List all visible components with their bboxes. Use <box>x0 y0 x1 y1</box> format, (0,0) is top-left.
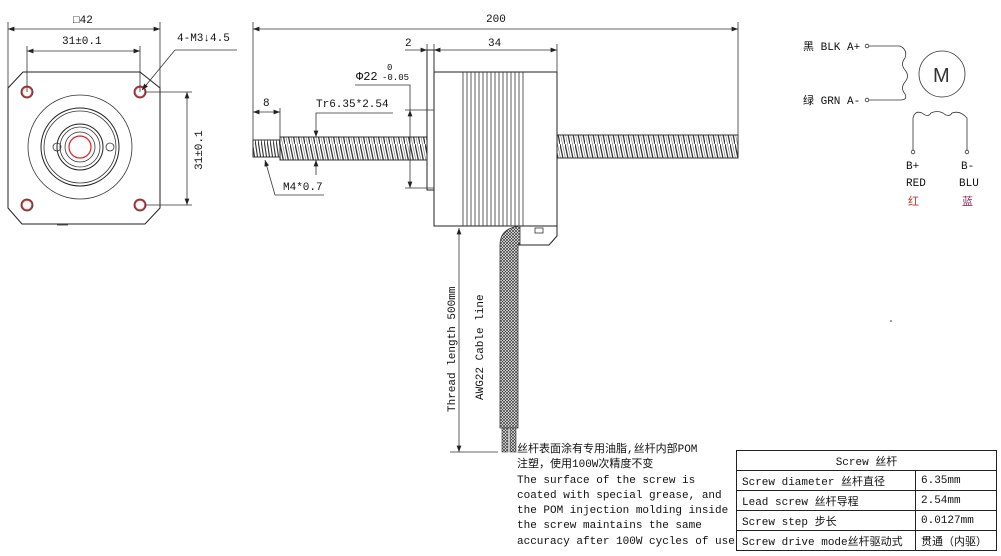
note-line: 注塑，使用100W次精度不变 <box>517 459 654 472</box>
lead-screw-front <box>279 136 428 161</box>
row-label: Lead screw 丝杆导程 <box>736 490 916 511</box>
table-title: Screw 丝杆 <box>736 450 997 471</box>
dim-boss-diameter: Φ22 <box>356 70 378 84</box>
note-line: The surface of the screw is <box>517 474 696 487</box>
cable-exit <box>499 225 558 453</box>
note-line: coated with special grease, and <box>517 489 722 502</box>
table-row: Screw drive mode丝杆驱动式贯通（内驱） <box>736 530 997 551</box>
coil-b <box>912 111 968 150</box>
row-value: 6.35mm <box>915 470 997 491</box>
screw-thread-callout: Tr6.35*2.54 <box>316 99 389 111</box>
cable-label: AWG22 Cable line <box>475 294 487 400</box>
dim-boss-tol-lower: -0.05 <box>382 73 409 83</box>
side-view: 200 2 34 Φ22 0 -0.05 8 Tr6.35*2.54 M4*0.… <box>252 14 739 453</box>
cable-sleeve <box>499 225 521 429</box>
front-boss <box>27 94 133 200</box>
row-label: Screw step 步长 <box>736 510 916 531</box>
front-view: □42 31±0.1 31±0.1 4-M3↓4.5 <box>7 15 237 226</box>
note-line: 丝杆表面涂有专用油脂,丝杆内部POM <box>517 444 698 456</box>
thread-length-label: Thread length 500mm <box>447 286 459 412</box>
motor-symbol <box>918 50 966 98</box>
note-line: the POM injection molding inside <box>517 505 729 518</box>
wire-b-minus-cn: 蓝 <box>962 195 973 209</box>
wire-b-plus-color: RED <box>906 178 926 190</box>
hole-callout: 4-M3↓4.5 <box>177 33 230 45</box>
wire-b-plus-cn: 红 <box>908 195 919 209</box>
wire-a-minus: 绿 GRN A- <box>803 93 860 108</box>
dim-boss-tol-upper: 0 <box>387 63 392 73</box>
dim-square-42: □42 <box>73 15 93 27</box>
row-label: Screw diameter 丝杆直径 <box>736 470 916 491</box>
wire-b-minus: B- <box>961 161 974 173</box>
dim-total-length: 200 <box>486 14 506 26</box>
lead-screw-rear <box>556 134 739 159</box>
dim-hole-spacing-h: 31±0.1 <box>62 36 102 48</box>
end-thread-callout: M4*0.7 <box>283 182 323 194</box>
note-line: the screw maintains the same <box>517 520 702 533</box>
note-line: accuracy after 100W cycles of use <box>517 535 735 548</box>
dim-body: 34 <box>488 38 502 50</box>
wire-b-minus-color: BLU <box>959 178 979 190</box>
dim-end-length: 8 <box>263 98 270 110</box>
flange-boss <box>426 49 435 191</box>
row-value: 0.0127mm <box>915 510 997 531</box>
row-value: 2.54mm <box>915 490 997 511</box>
motor-label: M <box>933 65 950 87</box>
row-label: Screw drive mode丝杆驱动式 <box>736 530 916 551</box>
motor-fins <box>462 72 524 226</box>
row-value: 贯通（内驱） <box>915 530 997 551</box>
flange-outline <box>7 71 161 225</box>
wire-a-plus: 黑 BLK A+ <box>803 40 860 54</box>
grease-note: 丝杆表面涂有专用油脂,丝杆内部POM 注塑，使用100W次精度不变 The surf… <box>517 443 735 550</box>
end-thread-m4 <box>252 139 281 158</box>
dim-flange: 2 <box>405 38 412 50</box>
coil-a <box>869 45 908 101</box>
wire-b-plus: B+ <box>906 161 919 173</box>
mounting-holes <box>20 85 147 212</box>
dim-hole-spacing-v: 31±0.1 <box>194 130 206 170</box>
wiring-diagram: 黑 BLK A+ 绿 GRN A- M B+ RED 红 B- BLU 蓝 <box>803 40 979 209</box>
motor-body <box>433 71 558 227</box>
